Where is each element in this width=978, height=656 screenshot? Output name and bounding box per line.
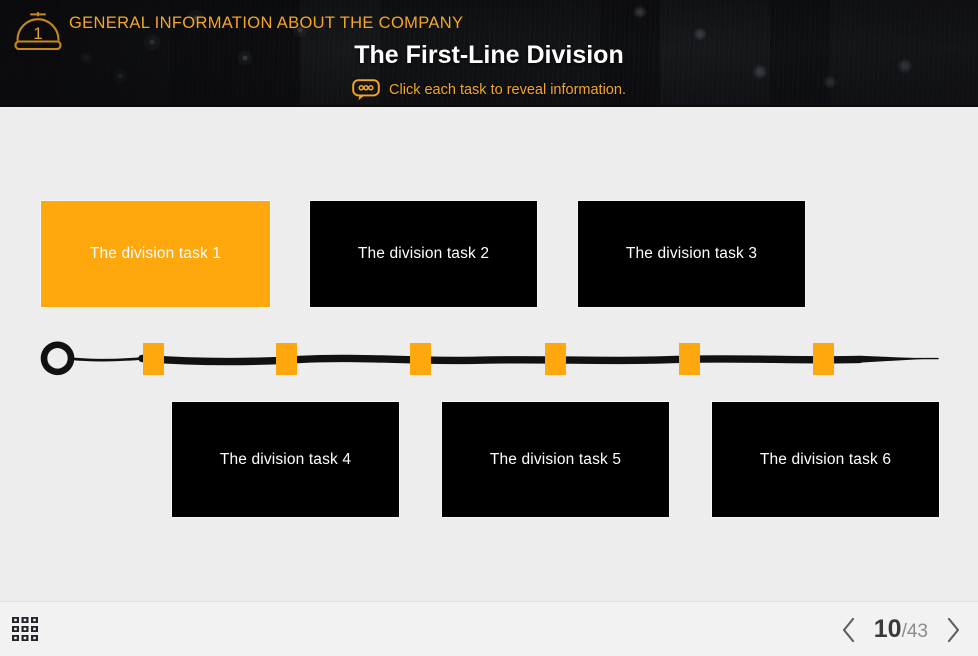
task-card-6-label: The division task 6 [759, 450, 892, 468]
current-page: 10 [873, 615, 902, 643]
task-card-2[interactable]: The division task 2 [310, 201, 537, 307]
task-card-1[interactable]: The division task 1 [41, 201, 270, 307]
slide-header: 1 GENERAL INFORMATION ABOUT THE COMPANY … [0, 0, 978, 107]
task-board: The division task 1 The division task 2 … [0, 107, 978, 601]
task-card-5-label: The division task 5 [489, 450, 622, 468]
grid-menu-icon[interactable] [12, 617, 40, 643]
instruction-text: Click each task to reveal information. [389, 82, 626, 98]
player-navbar: 10 / 43 [0, 601, 978, 656]
chevron-left-icon[interactable] [838, 615, 860, 645]
task-card-5[interactable]: The division task 5 [442, 402, 669, 517]
header-vignette-overlay [0, 0, 978, 107]
svg-text:1: 1 [33, 24, 42, 43]
task-card-1-label: The division task 1 [89, 245, 222, 262]
header-kicker: GENERAL INFORMATION ABOUT THE COMPANY [69, 14, 464, 32]
page-separator: / [901, 621, 907, 642]
timeline-marker-5[interactable] [679, 343, 700, 375]
chevron-right-icon[interactable] [942, 615, 964, 645]
speech-bubble-icon [352, 79, 380, 101]
task-card-4-label: The division task 4 [219, 450, 352, 468]
header-bottom-rule [0, 105, 978, 107]
total-pages: 43 [906, 621, 928, 642]
task-card-3-label: The division task 3 [625, 245, 758, 262]
instruction-row: Click each task to reveal information. [0, 79, 978, 101]
task-card-6[interactable]: The division task 6 [712, 402, 939, 517]
cloche-dome-icon: 1 [11, 12, 65, 52]
page-indicator: 10 / 43 [874, 615, 928, 644]
timeline-marker-4[interactable] [545, 343, 566, 375]
page-title: The First-Line Division [354, 41, 624, 69]
task-card-2-label: The division task 2 [357, 245, 490, 262]
timeline-marker-6[interactable] [813, 343, 834, 375]
timeline-marker-3[interactable] [410, 343, 431, 375]
pagination-controls: 10 / 43 [838, 602, 964, 656]
task-card-3[interactable]: The division task 3 [578, 201, 805, 307]
task-card-4[interactable]: The division task 4 [172, 402, 399, 517]
timeline-marker-1[interactable] [143, 343, 164, 375]
timeline-marker-2[interactable] [276, 343, 297, 375]
